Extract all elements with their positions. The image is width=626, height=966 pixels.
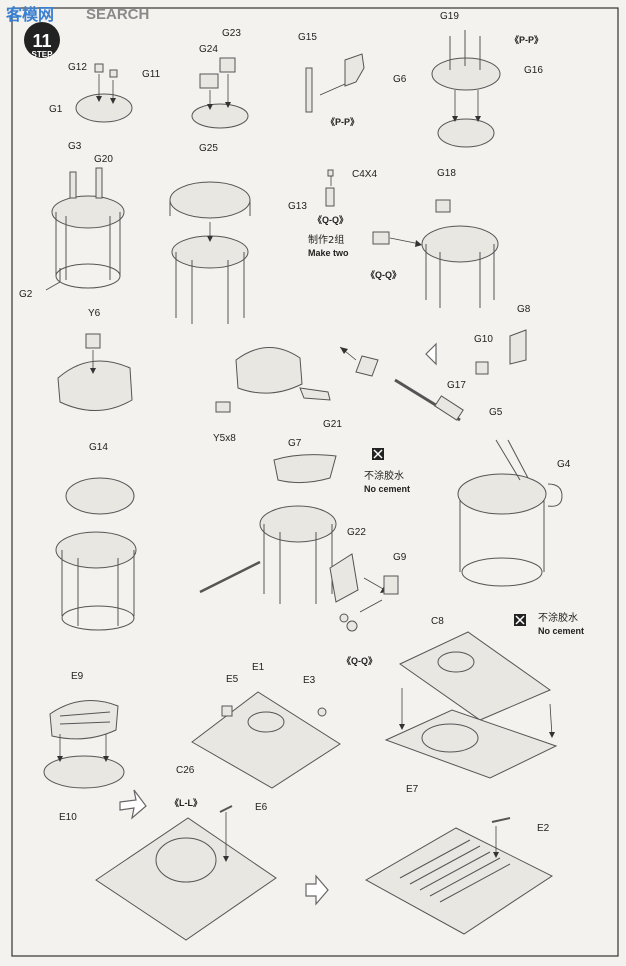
- label-g5: G5: [489, 407, 503, 418]
- label-g21: G21: [323, 419, 342, 430]
- label-pp-2: 《P-P》: [510, 35, 543, 45]
- assembly-g2-g3-g20: G3 G20 G2: [19, 141, 125, 300]
- label-g19: G19: [440, 11, 459, 22]
- label-g17: G17: [447, 380, 466, 391]
- label-y5x8: Y5x8: [213, 433, 236, 444]
- assembly-g25: G25: [169, 143, 251, 324]
- assembly-g13-c4x4: C4X4 G13 《Q-Q》 制作2组 Make two: [288, 169, 377, 258]
- label-ll: 《L-L》: [170, 798, 202, 808]
- assembly-e9-e10: E9 E10: [43, 671, 125, 823]
- no-cement-en-1: No cement: [364, 484, 410, 494]
- no-cement-note-1: 不涂胶水 No cement: [364, 448, 410, 494]
- label-g10: G10: [474, 334, 493, 345]
- label-qq-1: 《Q-Q》: [313, 215, 348, 225]
- watermark: 客模网 SEARCH: [6, 5, 149, 24]
- no-cement-cn-2: 不涂胶水: [538, 611, 578, 624]
- assembly-c8-e7: C8 E7: [384, 616, 558, 795]
- label-g6: G6: [393, 74, 407, 85]
- assembly-g7-g22: G7 G22 G9 《Q-Q》: [199, 438, 407, 666]
- label-pp-1: 《P-P》: [326, 117, 359, 127]
- step-number: 11: [32, 31, 51, 51]
- label-g13: G13: [288, 201, 307, 212]
- no-cement-en-2: No cement: [538, 626, 584, 636]
- label-c4x4: C4X4: [352, 169, 377, 180]
- label-qq-3: 《Q-Q》: [342, 656, 377, 666]
- no-cement-cn-1: 不涂胶水: [364, 469, 404, 482]
- assembly-g23-g24: G24 G23: [191, 28, 249, 129]
- label-g8: G8: [517, 304, 531, 315]
- label-g2: G2: [19, 289, 33, 300]
- label-g12: G12: [68, 62, 87, 73]
- flow-arrow-right: [305, 874, 329, 906]
- assembly-g17-g10-g8: G8 G10 G17: [339, 304, 531, 422]
- assembly-g6-g15: G15 G6 《P-P》: [298, 32, 407, 127]
- label-g11: G11: [142, 69, 161, 80]
- flow-arrow-down-right: [119, 789, 147, 820]
- label-g7: G7: [288, 438, 302, 449]
- label-e1: E1: [252, 662, 265, 673]
- page-border: [11, 7, 619, 957]
- label-c8: C8: [431, 616, 444, 627]
- label-g9: G9: [393, 552, 407, 563]
- label-g15: G15: [298, 32, 317, 43]
- assembly-g16-g19: G19 《P-P》 G16: [431, 11, 543, 148]
- label-e2: E2: [537, 823, 550, 834]
- label-e7: E7: [406, 784, 419, 795]
- label-g23: G23: [222, 28, 241, 39]
- make-two-cn: 制作2组: [308, 233, 344, 246]
- watermark-logo: 客模网: [6, 5, 54, 24]
- assembly-e6-hull: 《L-L》 E6: [95, 798, 277, 941]
- label-g16: G16: [524, 65, 543, 76]
- step-label: STEP: [32, 50, 54, 59]
- label-e10: E10: [59, 812, 77, 823]
- assembly-turret-left: [55, 477, 137, 631]
- label-e6: E6: [255, 802, 268, 813]
- label-y6: Y6: [88, 308, 101, 319]
- label-qq-2: 《Q-Q》: [366, 270, 401, 280]
- label-c26: C26: [176, 765, 195, 776]
- label-e5: E5: [226, 674, 239, 685]
- label-g1: G1: [49, 104, 63, 115]
- label-g24: G24: [199, 44, 218, 55]
- label-g25: G25: [199, 143, 218, 154]
- assembly-g4-g5: G5 G4: [457, 407, 571, 587]
- label-g4: G4: [557, 459, 571, 470]
- label-e3: E3: [303, 675, 316, 686]
- label-g20: G20: [94, 154, 113, 165]
- watermark-text: SEARCH: [86, 6, 149, 23]
- assembly-g21: Y5x8 G21: [213, 347, 342, 444]
- label-g18: G18: [437, 168, 456, 179]
- assembly-g18: G18 《Q-Q》: [366, 168, 499, 308]
- label-g14: G14: [89, 442, 108, 453]
- assembly-g1: G12 G11 G1: [49, 62, 161, 123]
- step-badge: 11 STEP: [24, 22, 60, 59]
- label-e9: E9: [71, 671, 84, 682]
- no-cement-note-2: 不涂胶水 No cement: [514, 611, 584, 636]
- assembly-e1-e3-e5: E5 E1 E3 C26: [176, 662, 341, 789]
- assembly-g14-y6: Y6 G14: [57, 308, 133, 453]
- label-g22: G22: [347, 527, 366, 538]
- make-two-en: Make two: [308, 248, 349, 258]
- label-g3: G3: [68, 141, 82, 152]
- assembly-e2-final: E2: [364, 817, 553, 935]
